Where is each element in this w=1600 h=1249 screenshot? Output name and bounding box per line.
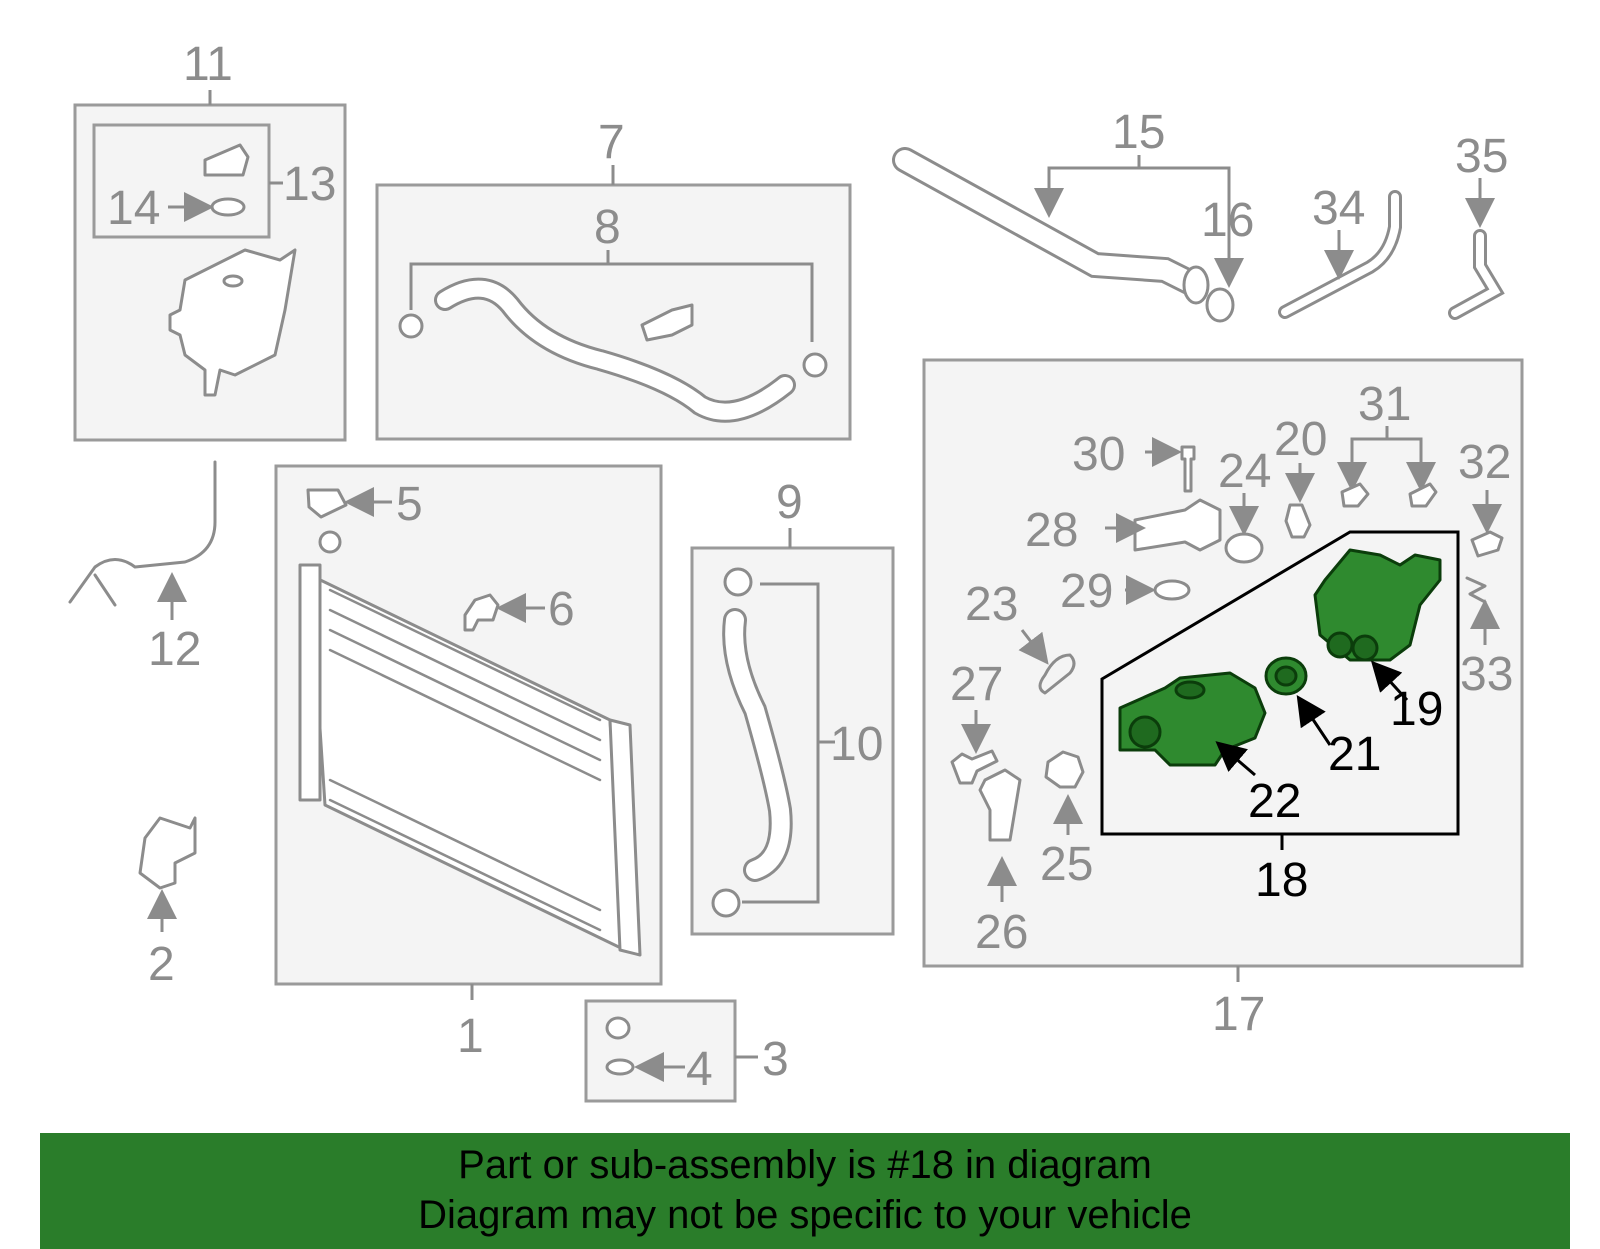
seal-ring-icon — [1224, 532, 1264, 564]
subassembly-18-outline — [1100, 530, 1460, 836]
hose-bracket-icon — [640, 303, 694, 342]
callout-17: 17 — [1212, 988, 1265, 1041]
callout-4: 4 — [686, 1043, 713, 1096]
plug-box — [584, 999, 737, 1103]
radiator-cap-icon — [306, 488, 348, 519]
callout-35: 35 — [1455, 130, 1508, 183]
hose-clip-icon — [1408, 482, 1438, 508]
callout-14: 14 — [107, 182, 160, 235]
plug-washer-icon — [605, 1058, 635, 1076]
banner-line-1: Part or sub-assembly is #18 in diagram — [458, 1143, 1152, 1187]
thermostat-housing-group: 17 30 31 20 24 32 28 29 — [922, 358, 1524, 1041]
overflow-hose-group: 12 — [68, 460, 217, 676]
callout-7: 7 — [598, 116, 625, 169]
callout-20: 20 — [1274, 413, 1327, 466]
callout-18: 18 — [1255, 854, 1308, 907]
callout-9: 9 — [776, 476, 803, 529]
lower-hose-group: 9 10 — [690, 476, 895, 936]
bolt-icon — [1180, 445, 1196, 493]
hose-clamp-icon — [398, 313, 424, 339]
callout-27: 27 — [950, 658, 1003, 711]
callout-16: 16 — [1201, 194, 1254, 247]
callout-8: 8 — [594, 201, 621, 254]
pipe-o-ring-icon — [1205, 287, 1235, 323]
subassembly-18-group: 19 21 22 18 — [1100, 530, 1460, 907]
water-outlet-icon — [978, 768, 1022, 842]
callout-5: 5 — [396, 478, 423, 531]
drain-plug-icon — [463, 593, 500, 632]
hose-clamp-icon — [711, 888, 741, 918]
callout-19: 19 — [1390, 683, 1443, 736]
callout-29: 29 — [1060, 565, 1113, 618]
overflow-hose-icon — [68, 460, 217, 604]
upper-hose-group: 7 8 — [375, 116, 852, 441]
info-banner: Part or sub-assembly is #18 in diagram D… — [40, 1133, 1570, 1249]
water-pipe-group: 15 16 — [892, 106, 1254, 323]
plug-icon — [605, 1016, 631, 1040]
callout-23: 23 — [965, 578, 1018, 631]
callout-33: 33 — [1460, 648, 1513, 701]
callout-13: 13 — [283, 158, 336, 211]
callout-26: 26 — [975, 906, 1028, 959]
callout-6: 6 — [548, 583, 575, 636]
callout-31: 31 — [1358, 378, 1411, 431]
drain-plug-group: 4 3 — [584, 999, 789, 1103]
bracket-group: 2 — [138, 816, 197, 991]
callout-12: 12 — [148, 623, 201, 676]
callout-32: 32 — [1458, 436, 1511, 489]
o-ring-icon — [1153, 579, 1191, 601]
callout-2: 2 — [148, 938, 175, 991]
callout-10: 10 — [830, 718, 883, 771]
gasket-icon — [1284, 503, 1312, 539]
callout-28: 28 — [1025, 504, 1078, 557]
bracket-icon — [138, 816, 197, 890]
banner-line-2: Diagram may not be specific to your vehi… — [418, 1193, 1192, 1237]
bypass-pipes-group: 34 35 — [1278, 130, 1508, 320]
coolant-fitting-icon — [1133, 498, 1222, 552]
thermostat-housing-19-icon — [1313, 548, 1442, 662]
thermostat-icon — [1044, 750, 1085, 789]
callout-11: 11 — [183, 38, 233, 91]
coolant-reservoir-icon — [168, 248, 297, 397]
clip-icon — [1465, 576, 1487, 604]
callout-1: 1 — [457, 1010, 484, 1063]
callout-22: 22 — [1248, 775, 1301, 828]
callout-30: 30 — [1072, 428, 1125, 481]
reservoir-cap-icon — [203, 143, 250, 177]
callout-34: 34 — [1312, 182, 1365, 235]
hose-clip-icon — [1340, 482, 1370, 508]
bolt-icon — [950, 749, 999, 785]
thermostat-gasket-icon — [1038, 653, 1076, 695]
callout-3: 3 — [762, 1033, 789, 1086]
cap-seal-icon — [210, 197, 246, 217]
radiator-group: 5 6 1 — [274, 464, 663, 1063]
hose-clamp-icon — [802, 352, 828, 378]
callout-21: 21 — [1328, 728, 1381, 781]
callout-24: 24 — [1218, 445, 1271, 498]
hose-clamp-icon — [723, 567, 753, 597]
callout-15: 15 — [1112, 106, 1165, 159]
lower-hose-box — [690, 546, 895, 936]
reservoir-group: 11 13 14 — [73, 38, 347, 442]
callout-25: 25 — [1040, 838, 1093, 891]
